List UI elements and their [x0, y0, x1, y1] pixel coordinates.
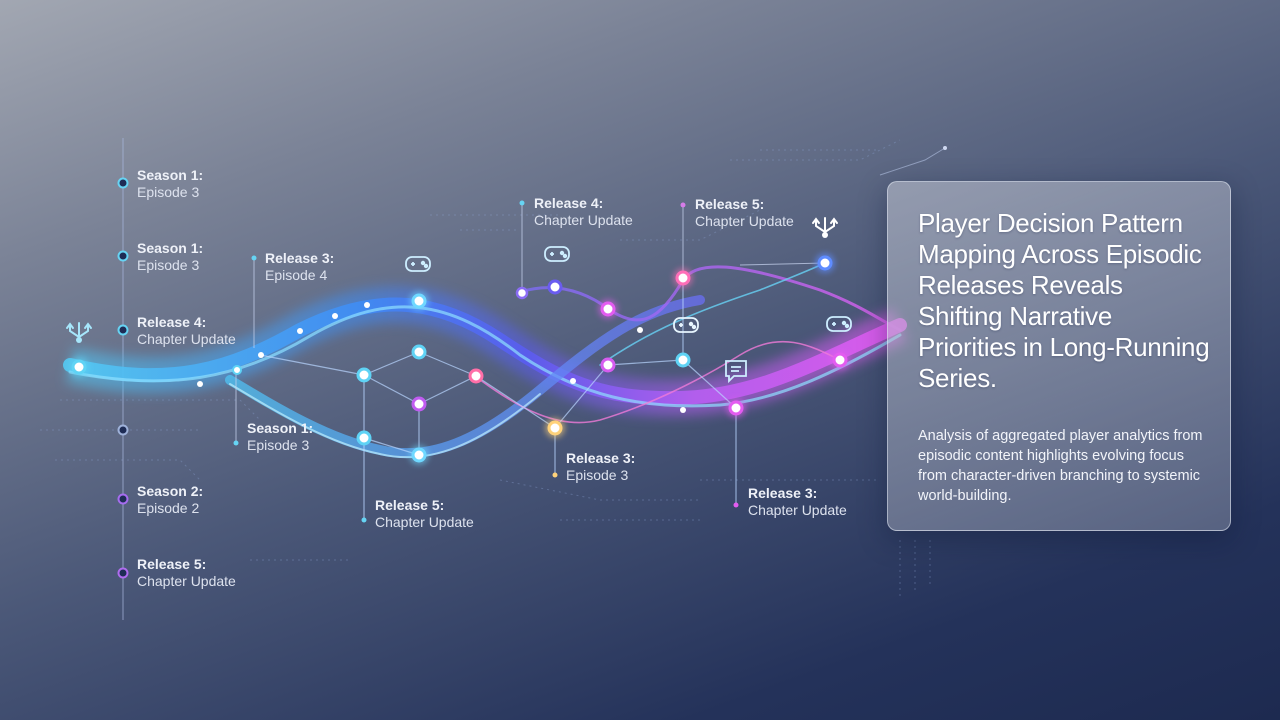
info-card: Player Decision Pattern Mapping Across E… [887, 181, 1231, 531]
branch-icon [66, 322, 92, 343]
flow-node [830, 350, 850, 370]
flow-label-sub: Episode 4 [265, 267, 328, 283]
timeline-marker [117, 250, 129, 262]
corner-accent-line [879, 147, 946, 176]
flow-label-sub: Chapter Update [748, 502, 847, 518]
timeline-label: Season 2: Episode 2 [137, 483, 203, 517]
flow-label-sub: Chapter Update [375, 514, 474, 530]
flow-node [545, 418, 565, 438]
timeline-marker [117, 424, 129, 436]
gamepad-icon [826, 316, 852, 332]
timeline-label: Release 5: Chapter Update [137, 556, 236, 590]
flow-node [356, 430, 372, 446]
flow-band-thin-cyan [599, 262, 826, 366]
flow-band-thin-pink [474, 340, 841, 424]
flow-label: Release 3: Episode 4 [265, 250, 334, 284]
flow-label-title: Release 4: [534, 195, 604, 211]
timeline-markers [117, 177, 129, 579]
branch-icon [812, 217, 838, 238]
flow-node [815, 253, 835, 273]
flow-node [232, 365, 242, 375]
timeline-label-sub: Chapter Update [137, 331, 236, 347]
flow-label-sub: Chapter Update [695, 213, 794, 229]
gamepad-icon [544, 246, 570, 262]
timeline-label-sub: Chapter Update [137, 573, 236, 589]
timeline-label-title: Season 1: [137, 167, 204, 183]
flow-label-sub: Episode 3 [566, 467, 629, 483]
timeline-label-title: Season 2: [137, 483, 204, 499]
flow-node [468, 368, 484, 384]
flow-node [409, 445, 429, 465]
flow-node [409, 291, 429, 311]
flow-label: Release 4: Chapter Update [534, 195, 633, 229]
timeline-marker [117, 493, 129, 505]
callout-dots [233, 200, 739, 523]
node-connectors [259, 278, 737, 520]
flow-node [356, 367, 372, 383]
flow-node [726, 398, 746, 418]
flow-label-title: Season 1: [247, 420, 314, 436]
flow-label: Release 5: Chapter Update [375, 497, 474, 531]
timeline-label-title: Release 5: [137, 556, 207, 572]
flow-band-lower-loop [225, 295, 705, 459]
flow-label-sub: Chapter Update [534, 212, 633, 228]
flow-label: Release 3: Episode 3 [566, 450, 635, 484]
card-body-text: Analysis of aggregated player analytics … [918, 428, 1203, 504]
timeline-marker [117, 567, 129, 579]
timeline-label-title: Release 4: [137, 314, 207, 330]
timeline-label-sub: Episode 3 [137, 184, 200, 200]
flow-node [598, 299, 618, 319]
flow-node-start [69, 357, 89, 377]
flow-node [547, 279, 563, 295]
flow-node [673, 268, 693, 288]
timeline-label-sub: Episode 3 [137, 257, 200, 273]
flow-label-title: Release 3: [566, 450, 636, 466]
flow-node [675, 352, 691, 368]
flow-label-title: Release 3: [748, 485, 818, 501]
timeline-label-sub: Episode 2 [137, 500, 200, 516]
callout-leaders [235, 203, 826, 443]
timeline-label-title: Season 1: [137, 240, 204, 256]
flow-label-title: Release 5: [375, 497, 445, 513]
flow-label: Season 1: Episode 3 [247, 420, 313, 454]
flow-band-upper-arc [518, 265, 902, 332]
timeline-marker [117, 324, 129, 336]
flow-node [411, 344, 427, 360]
timeline-label: Season 1: Episode 3 [137, 240, 203, 274]
timeline-label: Release 4: Chapter Update [137, 314, 236, 348]
flow-label-title: Release 5: [695, 196, 765, 212]
band-dots [197, 302, 686, 413]
flow-label-sub: Episode 3 [247, 437, 310, 453]
chat-icon [725, 360, 747, 384]
flow-label: Release 3: Chapter Update [748, 485, 847, 519]
card-title: Player Decision Pattern Mapping Across E… [918, 208, 1210, 393]
timeline-label: Season 1: Episode 3 [137, 167, 203, 201]
flow-nodes [69, 253, 850, 465]
flow-node [515, 286, 529, 300]
flow-label-title: Release 3: [265, 250, 335, 266]
corner-accent-dot [943, 146, 947, 150]
flow-band-lower-loop-highlight [229, 383, 541, 459]
flow-node [600, 357, 616, 373]
gamepad-icon [673, 317, 699, 333]
flow-label: Release 5: Chapter Update [695, 196, 794, 230]
flow-node [411, 396, 427, 412]
gamepad-icon [405, 256, 431, 272]
timeline-marker [117, 177, 129, 189]
